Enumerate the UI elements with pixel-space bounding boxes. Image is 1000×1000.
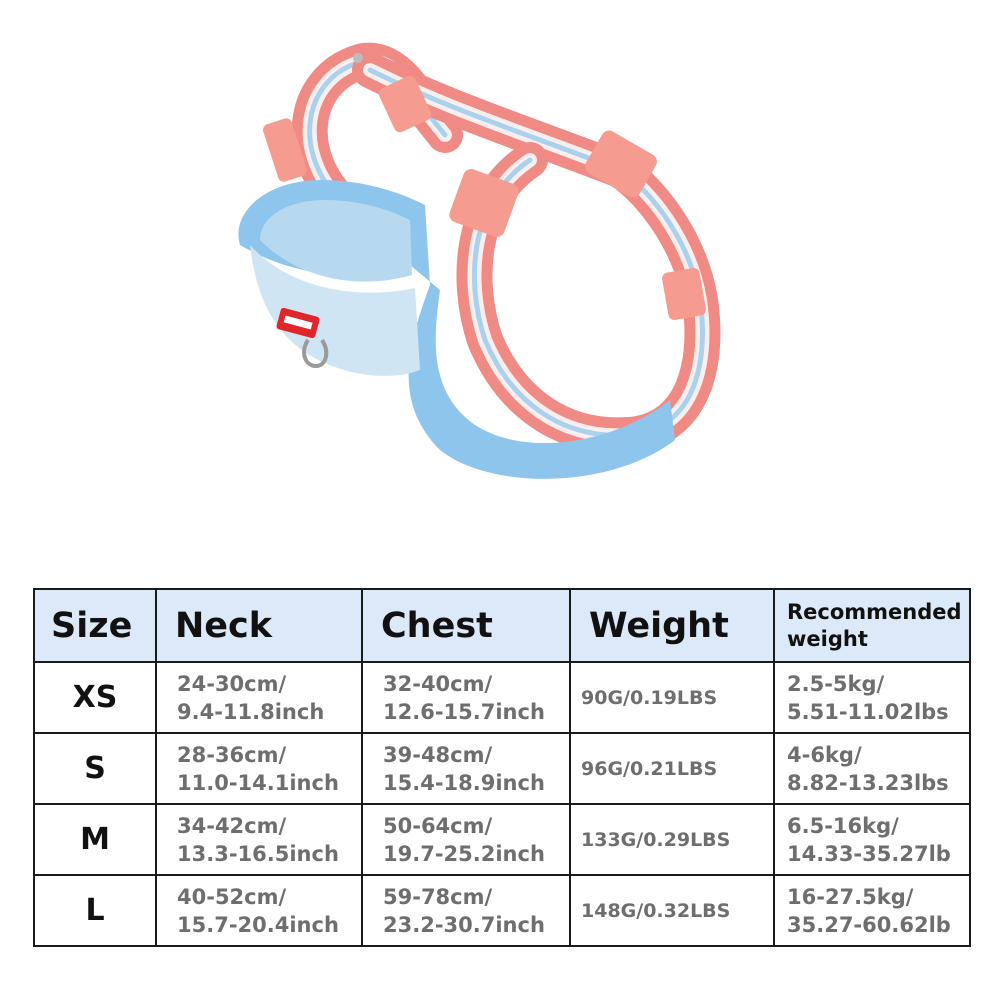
rec-lbs: 5.51-11.02lbs xyxy=(787,699,949,724)
brand-label xyxy=(276,307,320,339)
chest-cell: 50-64cm/ 19.7-25.2inch xyxy=(361,803,571,876)
header-recommended-weight: Recommended weight xyxy=(773,588,971,663)
chest-cell: 39-48cm/ 15.4-18.9inch xyxy=(361,732,571,805)
table-row: L 40-52cm/ 15.7-20.4inch 59-78cm/ 23.2-3… xyxy=(33,874,971,947)
neck-inch: 15.7-20.4inch xyxy=(177,912,339,937)
weight-cell: 90G/0.19LBS xyxy=(569,661,775,734)
neck-inch: 13.3-16.5inch xyxy=(177,841,339,866)
recommended-weight-cell: 6.5-16kg/ 14.33-35.27lb xyxy=(773,803,971,876)
dog-harness-image xyxy=(238,42,721,479)
chest-cm: 50-64cm/ xyxy=(383,813,493,838)
size-cell: M xyxy=(33,803,157,876)
table-header: Size Neck Chest Weight Recommended weigh… xyxy=(33,588,971,663)
table-row: XS 24-30cm/ 9.4-11.8inch 32-40cm/ 12.6-1… xyxy=(33,661,971,734)
neck-inch: 9.4-11.8inch xyxy=(177,699,325,724)
size-cell: S xyxy=(33,732,157,805)
recommended-weight-cell: 2.5-5kg/ 5.51-11.02lbs xyxy=(773,661,971,734)
neck-inch: 11.0-14.1inch xyxy=(177,770,339,795)
rec-kg: 16-27.5kg/ xyxy=(787,884,914,909)
chest-inch: 15.4-18.9inch xyxy=(383,770,545,795)
size-chart-table: Size Neck Chest Weight Recommended weigh… xyxy=(33,588,971,947)
table-row: M 34-42cm/ 13.3-16.5inch 50-64cm/ 19.7-2… xyxy=(33,803,971,876)
chest-inch: 23.2-30.7inch xyxy=(383,912,545,937)
neck-cm: 28-36cm/ xyxy=(177,742,287,767)
neck-cm: 34-42cm/ xyxy=(177,813,287,838)
neck-cm: 24-30cm/ xyxy=(177,671,287,696)
chest-cm: 32-40cm/ xyxy=(383,671,493,696)
rec-kg: 4-6kg/ xyxy=(787,742,862,767)
header-recommended-line2: weight xyxy=(787,626,868,651)
chest-inch: 12.6-15.7inch xyxy=(383,699,545,724)
chest-cell: 59-78cm/ 23.2-30.7inch xyxy=(361,874,571,947)
d-ring-icon xyxy=(302,338,329,369)
chest-cell: 32-40cm/ 12.6-15.7inch xyxy=(361,661,571,734)
header-size: Size xyxy=(33,588,157,663)
chest-inch: 19.7-25.2inch xyxy=(383,841,545,866)
header-chest: Chest xyxy=(361,588,571,663)
weight-cell: 96G/0.21LBS xyxy=(569,732,775,805)
recommended-weight-cell: 4-6kg/ 8.82-13.23lbs xyxy=(773,732,971,805)
rec-lbs: 35.27-60.62lb xyxy=(787,912,951,937)
strap-buckles xyxy=(263,75,706,320)
recommended-weight-cell: 16-27.5kg/ 35.27-60.62lb xyxy=(773,874,971,947)
neck-cell: 28-36cm/ 11.0-14.1inch xyxy=(155,732,363,805)
table-row: S 28-36cm/ 11.0-14.1inch 39-48cm/ 15.4-1… xyxy=(33,732,971,805)
neck-cell: 34-42cm/ 13.3-16.5inch xyxy=(155,803,363,876)
header-recommended-line1: Recommended xyxy=(787,599,962,624)
neck-cell: 40-52cm/ 15.7-20.4inch xyxy=(155,874,363,947)
neck-cm: 40-52cm/ xyxy=(177,884,287,909)
rec-kg: 6.5-16kg/ xyxy=(787,813,899,838)
padded-vest xyxy=(238,180,675,479)
weight-cell: 133G/0.29LBS xyxy=(569,803,775,876)
top-ring-icon xyxy=(353,53,363,63)
neck-cell: 24-30cm/ 9.4-11.8inch xyxy=(155,661,363,734)
rec-lbs: 8.82-13.23lbs xyxy=(787,770,949,795)
weight-cell: 148G/0.32LBS xyxy=(569,874,775,947)
rec-kg: 2.5-5kg/ xyxy=(787,671,885,696)
size-cell: XS xyxy=(33,661,157,734)
chest-cm: 39-48cm/ xyxy=(383,742,493,767)
rec-lbs: 14.33-35.27lb xyxy=(787,841,951,866)
header-neck: Neck xyxy=(155,588,363,663)
header-weight: Weight xyxy=(569,588,775,663)
size-cell: L xyxy=(33,874,157,947)
chest-cm: 59-78cm/ xyxy=(383,884,493,909)
